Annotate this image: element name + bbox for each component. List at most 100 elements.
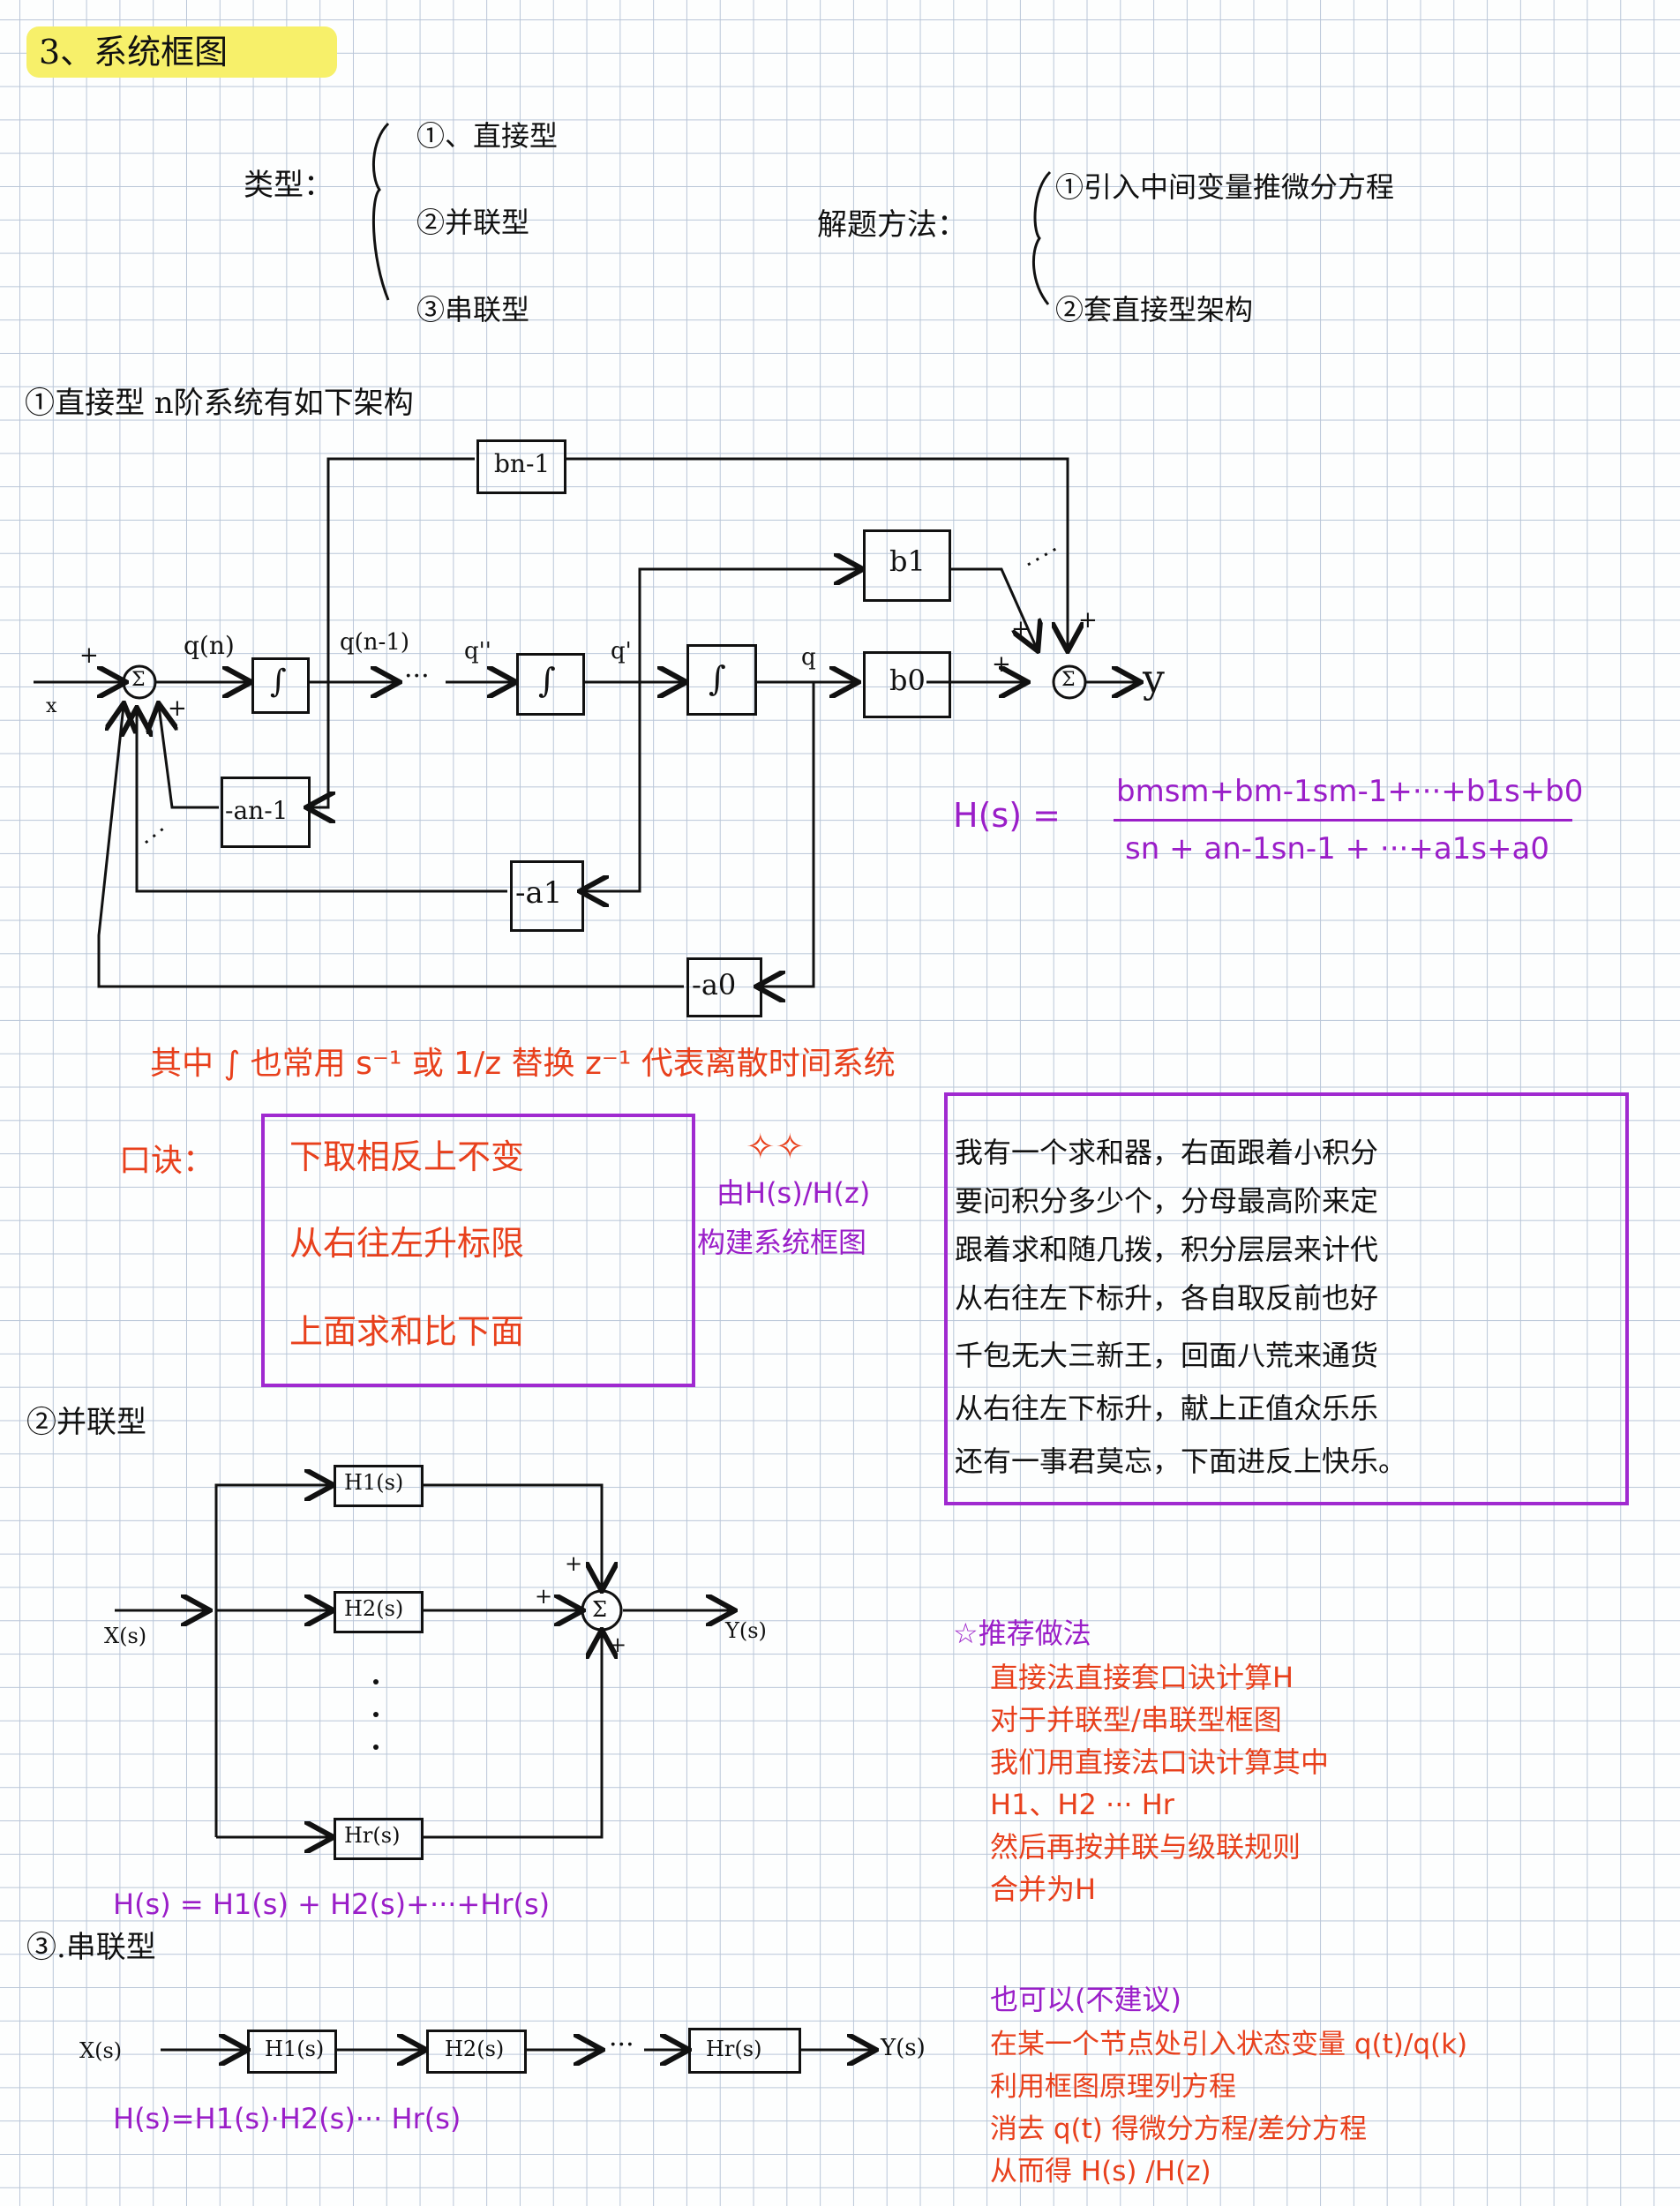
series-block-h2-label: H2(s) <box>445 2037 505 2061</box>
integrator-3 <box>686 644 757 716</box>
plus-sign: + <box>1011 616 1031 642</box>
signal-q1: q' <box>611 638 632 664</box>
mnemonic-box <box>261 1114 695 1387</box>
integrator-1 <box>251 657 310 714</box>
series-formula: H(s)=H1(s)·H2(s)··· Hr(s) <box>113 2102 461 2135</box>
parallel-block-h2-label: H2(s) <box>344 1596 404 1621</box>
mnemonic-line-2: 从右往左升标限 <box>289 1224 525 1263</box>
poem-line-2: 要问积分多少个，分母最高阶来定 <box>955 1184 1379 1218</box>
parallel-output: Y(s) <box>725 1618 767 1643</box>
star-doodle: ✧✧ <box>746 1127 806 1167</box>
block-b1-label: b1 <box>889 544 926 578</box>
series-block-hr-label: Hr(s) <box>706 2037 762 2061</box>
poem-box <box>944 1092 1629 1505</box>
methods-label: 解题方法： <box>817 207 967 243</box>
series-block-h1 <box>247 2030 337 2074</box>
recommend-line-2: 对于并联型/串联型框图 <box>990 1703 1282 1737</box>
alt-line-3: 消去 q(t) 得微分方程/差分方程 <box>990 2113 1368 2145</box>
alt-line-1: 在某一个节点处引入状态变量 q(t)/q(k) <box>990 2029 1468 2060</box>
recommend-line-1: 直接法直接套口诀计算H <box>990 1661 1294 1694</box>
title-highlight <box>26 26 337 78</box>
parallel-block-hr-label: Hr(s) <box>344 1823 401 1848</box>
block-bn1-label: bn-1 <box>494 449 551 478</box>
alt-line-2: 利用框图原理列方程 <box>990 2071 1236 2103</box>
alt-title: 也可以(不建议) <box>990 1983 1181 2016</box>
hs-label: H(s) = <box>953 796 1061 835</box>
plus-sign: + <box>565 1551 583 1576</box>
type-item-parallel: ②并联型 <box>416 206 530 239</box>
poem-line-4: 从右往左下标升，各自取反前也好 <box>955 1281 1379 1315</box>
series-block-hr <box>688 2028 801 2074</box>
parallel-block-hr <box>334 1818 424 1860</box>
signal-x: x <box>46 695 57 717</box>
signal-y: y <box>1143 657 1165 702</box>
poem-line-6: 从右往左下标升，献上正值众乐乐 <box>955 1392 1379 1425</box>
direct-heading: ①直接型 n阶系统有如下架构 <box>25 386 414 421</box>
star-note-line-2: 构建系统框图 <box>697 1226 867 1259</box>
parallel-input: X(s) <box>104 1624 147 1648</box>
block-a1 <box>510 860 584 932</box>
block-a1-label: -a1 <box>515 875 563 911</box>
sum-in-symbol: Σ <box>131 669 146 691</box>
replacement-note: 其中 ∫ 也常用 s⁻¹ 或 1/z 替换 z⁻¹ 代表离散时间系统 <box>150 1046 896 1082</box>
signal-dots: ··· <box>404 661 430 692</box>
plus-sign: + <box>535 1584 553 1609</box>
mnemonic-line-3: 上面求和比下面 <box>289 1312 525 1351</box>
poem-line-1: 我有一个求和器，右面跟着小积分 <box>955 1136 1379 1169</box>
integrator-1-label: ∫ <box>270 664 287 700</box>
plus-sign: + <box>168 695 187 722</box>
mnemonic-line-1: 下取相反上不变 <box>289 1137 525 1176</box>
signal-qn1: q(n-1) <box>340 629 410 656</box>
plus-sign: + <box>609 1632 627 1657</box>
recommend-line-5: 然后再按并联与级联规则 <box>990 1830 1301 1864</box>
poem-line-3: 跟着求和随几拨，积分层层来计代 <box>955 1233 1379 1266</box>
integrator-2 <box>516 653 585 716</box>
hs-denominator: sn + an-1sn-1 + ···+a1s+a0 <box>1125 831 1549 867</box>
series-output: Y(s) <box>881 2035 926 2061</box>
recommend-line-4: H1、H2 ··· Hr <box>990 1788 1174 1821</box>
types-label: 类型： <box>244 168 334 203</box>
mnemonic-label: 口诀： <box>119 1143 215 1179</box>
parallel-sum-symbol: Σ <box>592 1597 607 1622</box>
hs-numerator: bmsm+bm-1sm-1+···+b1s+b0 <box>1116 774 1584 809</box>
hs-fraction-bar <box>1114 819 1572 822</box>
block-a0 <box>686 957 762 1017</box>
parallel-heading: ②并联型 <box>26 1405 146 1440</box>
block-a0-label: -a0 <box>692 968 737 1002</box>
recommend-title: ☆推荐做法 <box>953 1617 1091 1650</box>
sum-out-symbol: Σ <box>1061 669 1076 691</box>
plus-sign: + <box>79 642 99 669</box>
parallel-block-h2 <box>334 1591 424 1633</box>
recommend-line-6: 合并为H <box>990 1872 1097 1906</box>
recommend-line-3: 我们用直接法口诀计算其中 <box>990 1745 1330 1779</box>
page-title: 3、系统框图 <box>39 33 229 71</box>
block-b0 <box>863 651 951 718</box>
method-item-2: ②套直接型架构 <box>1055 293 1254 326</box>
signal-qn: q(n) <box>184 631 235 660</box>
type-item-direct: ①、直接型 <box>416 119 559 153</box>
block-b0-label: b0 <box>889 664 926 697</box>
block-an1 <box>221 777 311 848</box>
plus-sign: + <box>992 651 1011 678</box>
method-item-1: ①引入中间变量推微分方程 <box>1055 170 1395 204</box>
block-an1-label: -an-1 <box>225 796 289 825</box>
parallel-block-h1 <box>334 1465 424 1507</box>
series-input: X(s) <box>79 2038 123 2063</box>
integrator-2-label: ∫ <box>538 661 556 700</box>
plus-sign: + <box>1078 607 1098 634</box>
series-dots: ··· <box>609 2030 634 2060</box>
integrator-3-label: ∫ <box>709 659 726 698</box>
series-block-h2 <box>426 2030 527 2074</box>
block-b1 <box>863 529 951 602</box>
parallel-block-h1-label: H1(s) <box>344 1470 404 1495</box>
poem-line-5: 千包无大三新王，回面八荒来通货 <box>955 1339 1379 1372</box>
signal-q2: q'' <box>464 638 491 664</box>
poem-line-7: 还有一事君莫忘，下面进反上快乐。 <box>955 1444 1407 1478</box>
signal-q: q <box>801 644 816 671</box>
star-note-line-1: 由H(s)/H(z) <box>716 1176 871 1210</box>
series-heading: ③.串联型 <box>26 1930 156 1965</box>
parallel-formula: H(s) = H1(s) + H2(s)+···+Hr(s) <box>113 1887 551 1921</box>
